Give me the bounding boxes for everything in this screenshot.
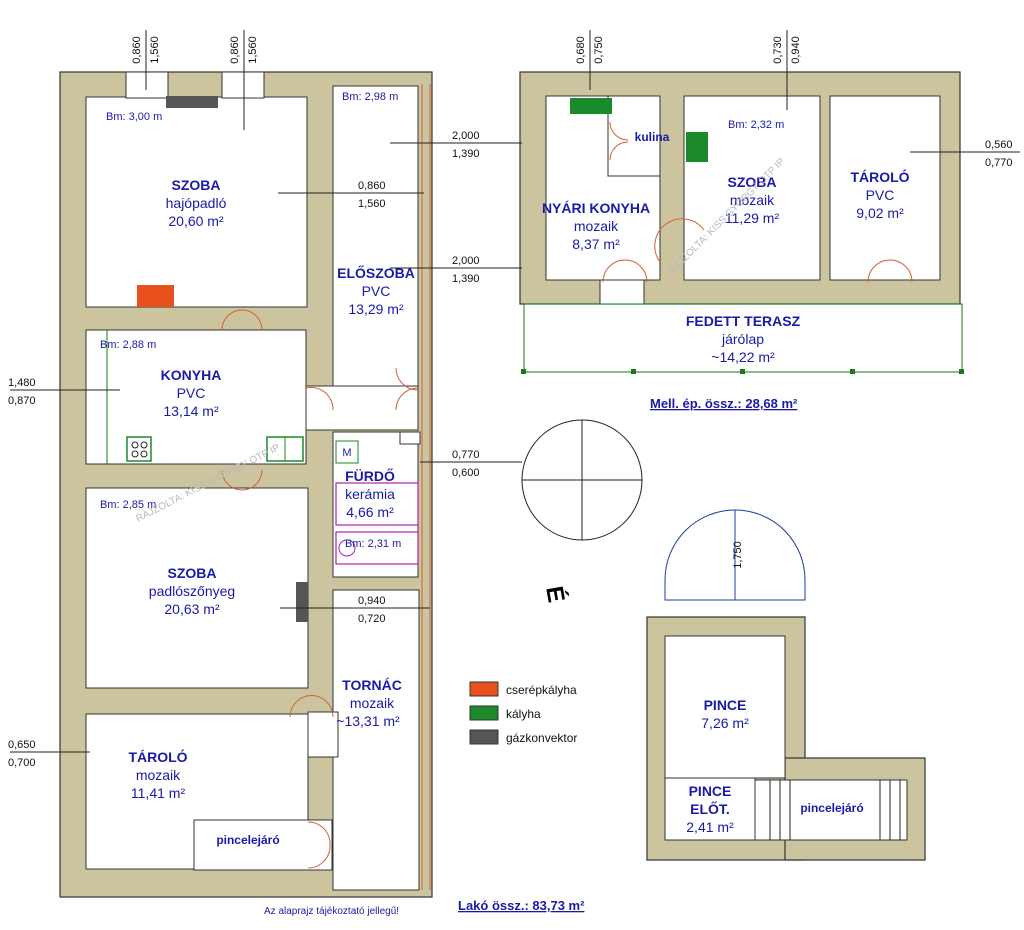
svg-text:TORNÁC: TORNÁC (342, 677, 402, 693)
svg-text:NYÁRI KONYHA: NYÁRI KONYHA (542, 200, 650, 216)
gas-convector-icon (296, 582, 308, 622)
svg-text:mozaik: mozaik (350, 695, 395, 711)
gas-convector-icon (166, 96, 218, 108)
svg-text:kályha: kályha (506, 707, 541, 721)
svg-text:É: É (540, 584, 570, 605)
compass-icon: É (521, 419, 643, 605)
svg-text:0,860: 0,860 (229, 36, 241, 64)
svg-text:mozaik: mozaik (730, 192, 775, 208)
main-house: M (59, 71, 433, 898)
svg-text:Bm: 2,88 m: Bm: 2,88 m (100, 339, 156, 351)
svg-text:Bm: 3,00 m: Bm: 3,00 m (106, 111, 162, 123)
svg-text:PVC: PVC (177, 385, 206, 401)
svg-text:járólap: járólap (721, 331, 764, 347)
svg-text:0,600: 0,600 (452, 467, 480, 479)
svg-text:0,650: 0,650 (8, 739, 36, 751)
room-tornac-inner (307, 711, 339, 758)
svg-text:cserépkályha: cserépkályha (506, 683, 577, 697)
disclaimer-note: Az alaprajz tájékoztató jellegű! (264, 906, 399, 917)
svg-text:PINCE: PINCE (689, 783, 732, 799)
svg-text:PINCE: PINCE (704, 697, 747, 713)
svg-text:1,390: 1,390 (452, 148, 480, 160)
svg-text:SZOBA: SZOBA (172, 177, 221, 193)
svg-text:0,860: 0,860 (131, 36, 143, 64)
svg-text:TÁROLÓ: TÁROLÓ (128, 748, 187, 765)
svg-text:Bm: 2,32 m: Bm: 2,32 m (728, 119, 784, 131)
svg-text:hajópadló: hajópadló (166, 195, 227, 211)
svg-text:ELŐT.: ELŐT. (690, 800, 730, 817)
svg-text:Bm: 2,85 m: Bm: 2,85 m (100, 499, 156, 511)
svg-text:13,29 m²: 13,29 m² (348, 301, 404, 317)
svg-text:1,560: 1,560 (358, 198, 386, 210)
room-szoba2 (85, 487, 309, 689)
svg-text:1,560: 1,560 (247, 36, 259, 64)
svg-text:0,870: 0,870 (8, 395, 36, 407)
svg-text:0,700: 0,700 (8, 757, 36, 769)
svg-text:Bm: 2,31 m: Bm: 2,31 m (345, 538, 401, 550)
outbuilding (519, 71, 964, 374)
svg-text:~14,22 m²: ~14,22 m² (711, 349, 775, 365)
svg-text:TÁROLÓ: TÁROLÓ (850, 168, 909, 185)
svg-text:kulina: kulina (635, 130, 670, 144)
svg-text:SZOBA: SZOBA (168, 565, 217, 581)
svg-text:ELŐSZOBA: ELŐSZOBA (337, 264, 415, 281)
svg-text:4,66 m²: 4,66 m² (346, 504, 394, 520)
svg-text:13,14 m²: 13,14 m² (163, 403, 219, 419)
boiler-label: M (342, 447, 351, 459)
tile-stove-icon (137, 285, 174, 307)
svg-text:gázkonvektor: gázkonvektor (506, 731, 577, 745)
svg-text:0,750: 0,750 (593, 36, 605, 64)
svg-text:2,000: 2,000 (452, 130, 480, 142)
svg-text:pincelejáró: pincelejáró (216, 833, 279, 847)
mell-total: Mell. ép. össz.: 28,68 m² (650, 396, 798, 411)
dimensions: 0,860 1,560 0,860 1,560 0,680 0,750 0,73… (8, 36, 1013, 769)
room-vestibule-link (305, 385, 419, 431)
room-szoba1 (85, 96, 308, 308)
svg-text:~13,31 m²: ~13,31 m² (336, 713, 400, 729)
svg-text:FEDETT TERASZ: FEDETT TERASZ (686, 313, 801, 329)
svg-text:2,000: 2,000 (452, 255, 480, 267)
svg-text:20,63 m²: 20,63 m² (164, 601, 220, 617)
svg-text:kerámia: kerámia (345, 486, 395, 502)
svg-text:1,390: 1,390 (452, 273, 480, 285)
svg-text:0,770: 0,770 (452, 449, 480, 461)
svg-text:0,770: 0,770 (985, 157, 1013, 169)
svg-text:padlószőnyeg: padlószőnyeg (149, 583, 235, 599)
svg-text:Bm: 2,98 m: Bm: 2,98 m (342, 91, 398, 103)
svg-text:1,480: 1,480 (8, 377, 36, 389)
svg-text:KONYHA: KONYHA (161, 367, 222, 383)
svg-text:0,560: 0,560 (985, 139, 1013, 151)
svg-text:mozaik: mozaik (574, 218, 619, 234)
svg-text:0,680: 0,680 (575, 36, 587, 64)
svg-text:0,730: 0,730 (772, 36, 784, 64)
svg-text:pincelejáró: pincelejáró (800, 801, 863, 815)
svg-text:PVC: PVC (362, 283, 391, 299)
svg-text:11,41 m²: 11,41 m² (131, 785, 186, 801)
legend: cserépkályha kályha gázkonvektor (469, 681, 577, 745)
room-labels: Bm: 3,00 m SZOBA hajópadló 20,60 m² Bm: … (100, 91, 910, 847)
svg-text:2,41 m²: 2,41 m² (686, 819, 734, 835)
svg-text:0,940: 0,940 (790, 36, 802, 64)
svg-text:mozaik: mozaik (136, 767, 181, 783)
room-tornac (332, 589, 420, 891)
svg-text:11,29 m²: 11,29 m² (725, 210, 780, 226)
svg-text:7,26 m²: 7,26 m² (701, 715, 749, 731)
svg-text:8,37 m²: 8,37 m² (572, 236, 620, 252)
svg-text:9,02 m²: 9,02 m² (856, 205, 904, 221)
svg-text:0,940: 0,940 (358, 595, 386, 607)
svg-text:PVC: PVC (866, 187, 895, 203)
svg-text:FÜRDŐ: FÜRDŐ (345, 467, 395, 484)
lako-total: Lakó össz.: 83,73 m² (458, 898, 585, 913)
room-eloszoba (332, 85, 419, 387)
svg-text:SZOBA: SZOBA (728, 174, 777, 190)
svg-text:1,560: 1,560 (149, 36, 161, 64)
room-pincelejaro1 (193, 819, 333, 871)
svg-text:0,860: 0,860 (358, 180, 386, 192)
svg-text:1,750: 1,750 (732, 541, 744, 569)
svg-text:0,720: 0,720 (358, 613, 386, 625)
svg-text:20,60 m²: 20,60 m² (168, 213, 224, 229)
cellar (646, 509, 926, 861)
